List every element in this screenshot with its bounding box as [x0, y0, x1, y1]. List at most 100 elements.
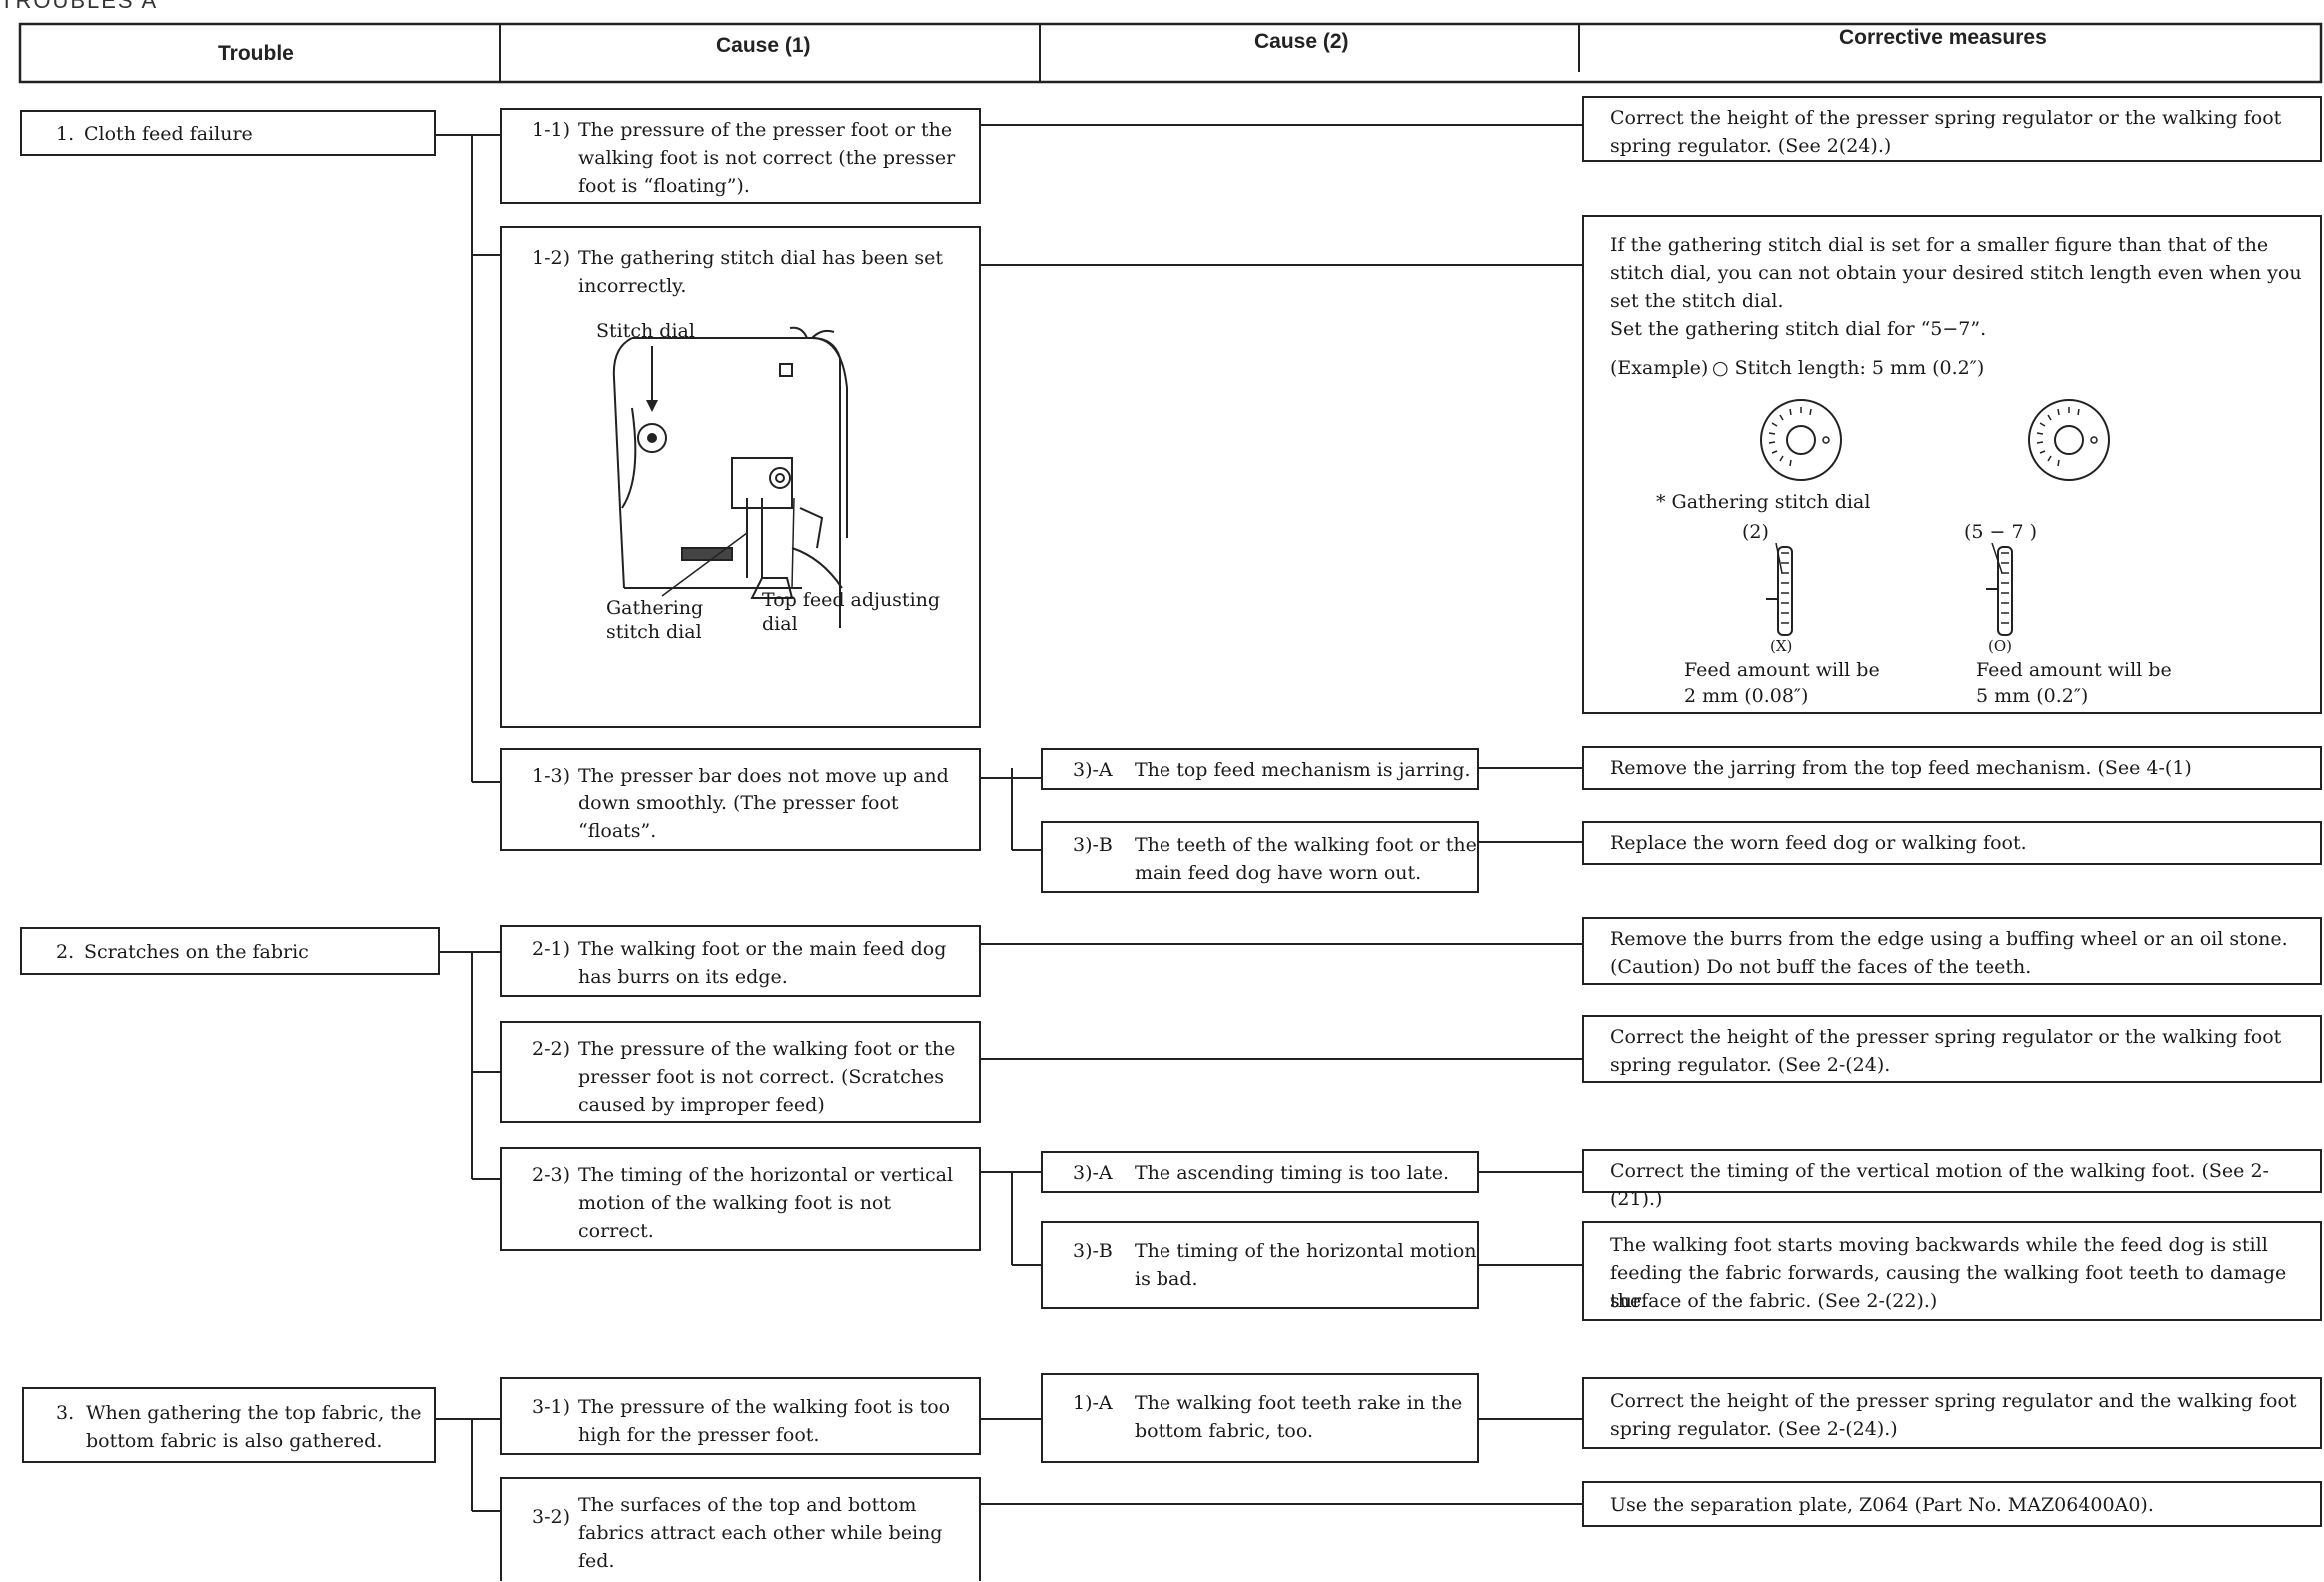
trouble-text: Scratches on the fabric — [84, 941, 309, 963]
cause-text: bottom fabric, too. — [1135, 1420, 1313, 1442]
cause-number: 3)-B — [1073, 1240, 1113, 1262]
corrective-box-2-3B: The walking foot starts moving backwards… — [1582, 1221, 2322, 1321]
page-title: TROUBLES A — [0, 0, 159, 13]
cause-number: 2-3) — [532, 1164, 571, 1186]
corrective-text: Set the gathering stitch dial for “5−7”. — [1610, 318, 1987, 340]
cause1-box-1-1: 1-1) The pressure of the presser foot or… — [500, 108, 981, 204]
cause-text: fed. — [578, 1550, 615, 1572]
cause-text: The walking foot teeth rake in the — [1135, 1392, 1463, 1414]
cause-text: “floats”. — [578, 820, 657, 842]
header-cause1: Cause (1) — [716, 34, 811, 57]
cause2-box-2-3A: 3)-A The ascending timing is too late. — [1041, 1151, 1479, 1193]
cause-number: 3)-B — [1073, 834, 1113, 856]
corrective-text: spring regulator. (See 2-(24). — [1610, 1054, 1891, 1076]
trouble-box-3: 3. When gathering the top fabric, the bo… — [22, 1387, 436, 1463]
corrective-box-1-2: If the gathering stitch dial is set for … — [1582, 215, 2322, 714]
mark-x: (X) — [1770, 637, 1793, 655]
cause1-box-3-1: 3-1) The pressure of the walking foot is… — [500, 1377, 981, 1455]
trouble-text: When gathering the top fabric, the — [86, 1402, 422, 1424]
corrective-box-3-2: Use the separation plate, Z064 (Part No.… — [1582, 1481, 2322, 1527]
sewing-machine-illustration — [612, 326, 848, 628]
cause-text: caused by improper feed) — [578, 1094, 825, 1116]
cause1-box-1-3: 1-3) The presser bar does not move up an… — [500, 748, 981, 851]
cause1-box-2-1: 2-1) The walking foot or the main feed d… — [500, 925, 981, 997]
corrective-box-1-3A: Remove the jarring from the top feed mec… — [1582, 746, 2322, 790]
cause-text: walking foot is not correct (the presser — [578, 147, 956, 169]
cause-text: high for the presser foot. — [578, 1424, 820, 1446]
header-trouble: Trouble — [218, 42, 294, 65]
cause-text: incorrectly. — [578, 275, 687, 297]
cause-text: down smoothly. (The presser foot — [578, 792, 899, 814]
cause-number: 2-2) — [532, 1038, 571, 1060]
feed-amount-right: 5 mm (0.2″) — [1976, 685, 2089, 707]
corrective-text: Replace the worn feed dog or walking foo… — [1610, 832, 2027, 854]
cause-number: 3)-A — [1073, 759, 1113, 781]
corrective-text: spring regulator. (See 2(24).) — [1610, 135, 1892, 157]
stitch-dial-label: Stitch dial — [596, 320, 695, 342]
cause-text: The pressure of the walking foot or the — [578, 1038, 956, 1060]
corrective-box-1-1: Correct the height of the presser spring… — [1582, 96, 2322, 162]
cause-text: The gathering stitch dial has been set — [578, 247, 944, 269]
cause1-box-2-3: 2-3) The timing of the horizontal or ver… — [500, 1147, 981, 1251]
corrective-text: stitch dial, you can not obtain your des… — [1610, 262, 2302, 284]
cause-number: 1)-A — [1073, 1392, 1113, 1414]
corrective-text: The walking foot starts moving backwards… — [1610, 1234, 2268, 1256]
cause2-box-3-1A: 1)-A The walking foot teeth rake in the … — [1041, 1373, 1479, 1463]
corrective-text: Correct the height of the presser spring… — [1610, 107, 2282, 129]
corrective-text: (Caution) Do not buff the faces of the t… — [1610, 956, 2032, 978]
cause-text: The top feed mechanism is jarring. — [1135, 759, 1471, 781]
corrective-text: Correct the timing of the vertical motio… — [1610, 1160, 2269, 1210]
corrective-text: Correct the height of the presser spring… — [1610, 1026, 2282, 1048]
gathering-dial-side-right-icon — [1986, 543, 2013, 636]
feed-amount-left: Feed amount will be — [1684, 659, 1880, 681]
cause-text: The pressure of the walking foot is too — [578, 1396, 951, 1418]
trouble-box-2: 2. Scratches on the fabric — [20, 927, 440, 975]
gathering-dial-caption: * Gathering stitch dial — [1656, 491, 1871, 513]
setting-right: (5 − 7 ) — [1964, 521, 2038, 543]
corrective-box-3-1A: Correct the height of the presser spring… — [1582, 1377, 2322, 1449]
example-label: (Example) — [1610, 357, 1709, 379]
cause-text: The presser bar does not move up and — [578, 765, 949, 787]
cause2-box-2-3B: 3)-B The timing of the horizontal motion… — [1041, 1221, 1479, 1309]
cause-text: presser foot is not correct. (Scratches — [578, 1066, 944, 1088]
cause-text: The timing of the horizontal motion — [1135, 1240, 1477, 1262]
header-corrective: Corrective measures — [1839, 26, 2047, 49]
corrective-text: feeding the fabric forwards, causing the… — [1610, 1262, 2287, 1312]
corrective-text: Correct the height of the presser spring… — [1610, 1390, 2297, 1412]
stitch-dial-arrow — [646, 346, 658, 412]
stitch-dial-left-icon — [1760, 399, 1842, 481]
setting-left: (2) — [1742, 521, 1769, 543]
corrective-box-2-2: Correct the height of the presser spring… — [1582, 1015, 2322, 1083]
cause-number: 1-2) — [532, 247, 571, 269]
cause-text: The teeth of the walking foot or the — [1135, 834, 1477, 856]
gathering-dial-label: stitch dial — [606, 621, 702, 643]
cause2-box-1-3A: 3)-A The top feed mechanism is jarring. — [1041, 748, 1479, 790]
cause1-box-3-2: 3-2) The surfaces of the top and bottom … — [500, 1477, 981, 1581]
feed-amount-left: 2 mm (0.08″) — [1684, 685, 1809, 707]
corrective-text: set the stitch dial. — [1610, 290, 1784, 312]
gathering-dial-side-left-icon — [1766, 543, 1793, 636]
top-feed-dial-label: dial — [762, 613, 798, 635]
cause-text: fabrics attract each other while being — [578, 1522, 943, 1544]
corrective-text: Remove the jarring from the top feed mec… — [1610, 757, 2192, 779]
cause-text: foot is “floating”). — [578, 175, 750, 197]
cause1-box-1-2: 1-2) The gathering stitch dial has been … — [500, 226, 981, 728]
trouble-number: 3. — [56, 1402, 75, 1424]
cause-text: The ascending timing is too late. — [1135, 1162, 1450, 1184]
cause-text: motion of the walking foot is not — [578, 1192, 892, 1214]
corrective-text: Remove the burrs from the edge using a b… — [1610, 928, 2288, 950]
cause-text: main feed dog have worn out. — [1135, 862, 1422, 884]
trouble-text: Cloth feed failure — [84, 123, 253, 145]
corrective-text: spring regulator. (See 2-(24).) — [1610, 1418, 1898, 1440]
callout-lines — [661, 497, 795, 597]
feed-amount-right: Feed amount will be — [1976, 659, 2172, 681]
cause-number: 1-1) — [532, 119, 571, 141]
top-feed-dial-label: Top feed adjusting — [762, 589, 941, 611]
cause2-box-1-3B: 3)-B The teeth of the walking foot or th… — [1041, 821, 1479, 893]
trouble-box-1: 1. Cloth feed failure — [20, 110, 436, 156]
cause-text: The surfaces of the top and bottom — [578, 1494, 917, 1516]
header-cause2: Cause (2) — [1254, 30, 1349, 53]
corrective-box-2-3A: Correct the timing of the vertical motio… — [1582, 1149, 2322, 1210]
cause-text: The timing of the horizontal or vertical — [578, 1164, 954, 1186]
